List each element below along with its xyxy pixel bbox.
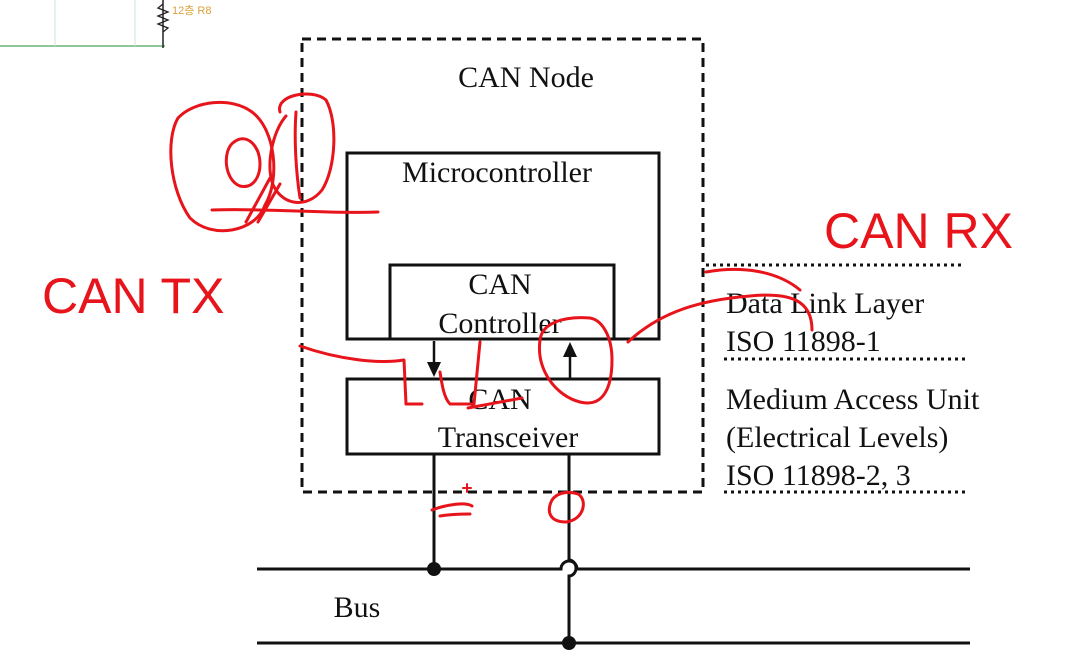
can-node-boundary xyxy=(300,37,705,494)
tx-arrow xyxy=(427,341,441,377)
can-node-label: CAN Node xyxy=(458,61,594,94)
microcontroller-label: Microcontroller xyxy=(402,156,592,189)
ink-tx-under xyxy=(466,396,524,410)
medium-access-standard: ISO 11898-2, 3 xyxy=(726,459,911,492)
ink-scribble-small-o xyxy=(224,137,262,188)
ink-circle-low xyxy=(547,490,585,524)
can-low-drop xyxy=(567,454,578,643)
electrical-levels-label: (Electrical Levels) xyxy=(726,421,948,454)
ink-scribble-loop xyxy=(268,92,336,204)
resistor-icon xyxy=(156,3,170,33)
ink-scribble-stroke-3 xyxy=(244,176,282,224)
ink-plus-mark xyxy=(462,483,472,493)
corner-fragment-text: 12층 R8 xyxy=(172,4,211,17)
ink-rx-wire xyxy=(626,293,814,344)
ink-rx-loop xyxy=(538,316,614,405)
corner-fragment: 12층 R8 xyxy=(0,0,211,48)
can-transceiver-label-1: CAN xyxy=(468,383,531,416)
ink-scribble-circle xyxy=(169,100,276,233)
can-controller-label-1: CAN xyxy=(468,268,531,301)
ink-scribble-stroke-2 xyxy=(210,208,380,214)
bus-junction-high xyxy=(427,562,441,576)
ink-tx-wire xyxy=(298,344,424,406)
ink-ground-mark xyxy=(430,502,474,518)
bus-junction-low xyxy=(562,636,576,650)
can-controller-label-2: Controller xyxy=(438,307,561,340)
ink-tx-bracket xyxy=(438,340,482,406)
ink-rx-top xyxy=(704,267,802,292)
data-link-layer-label: Data Link Layer xyxy=(726,287,924,320)
can-transceiver-label-2: Transceiver xyxy=(438,421,579,454)
data-link-layer-standard: ISO 11898-1 xyxy=(726,325,881,358)
bus-label: Bus xyxy=(334,591,381,624)
medium-access-unit-label: Medium Access Unit xyxy=(726,383,980,416)
rx-arrow xyxy=(563,342,577,378)
ink-annotations xyxy=(169,92,814,524)
can-controller-box xyxy=(388,263,616,341)
can-tx-annotation: CAN TX xyxy=(42,268,224,324)
can-rx-annotation: CAN RX xyxy=(824,203,1013,259)
can-transceiver-box xyxy=(345,377,661,456)
ink-scribble-stroke-1 xyxy=(293,110,302,200)
bus-line-upper xyxy=(257,559,970,571)
